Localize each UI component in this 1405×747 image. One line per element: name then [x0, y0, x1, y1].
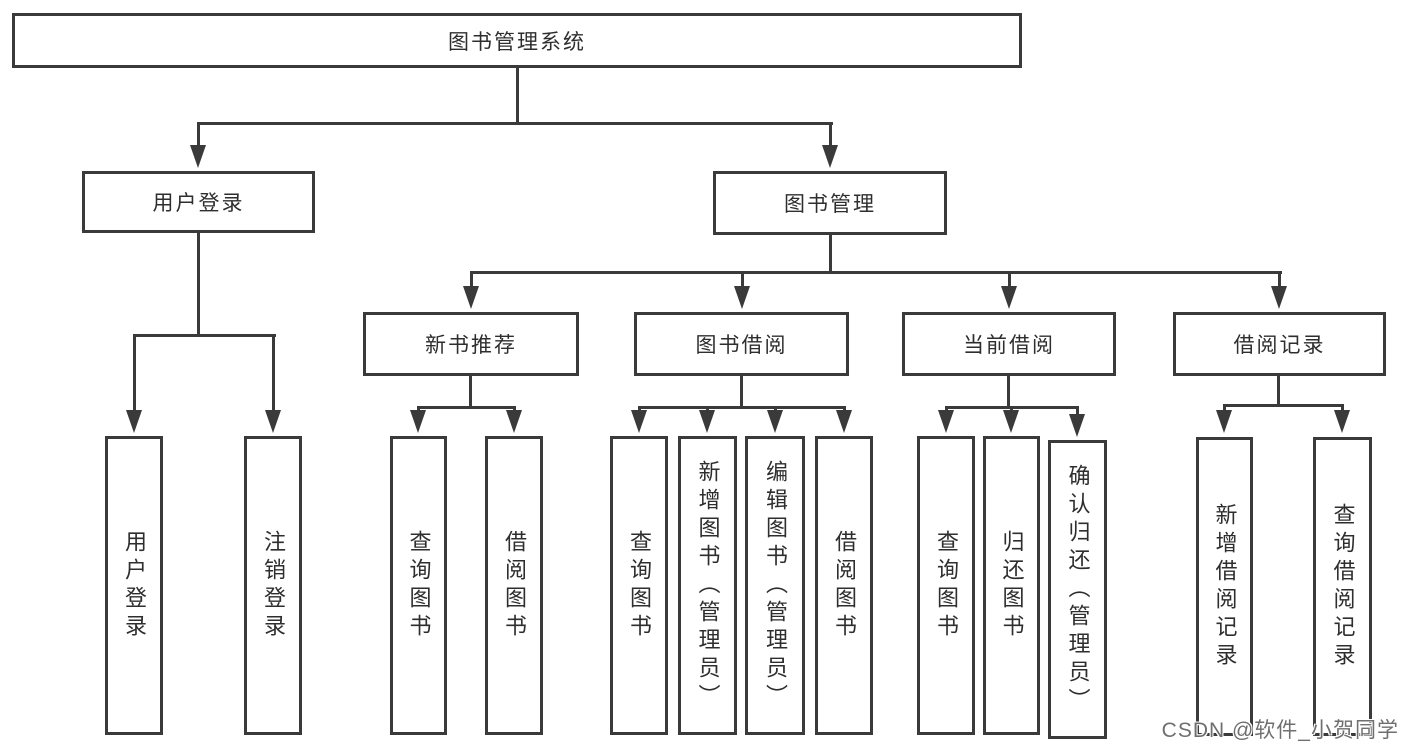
node-root: 图书管理系统 — [12, 13, 1022, 68]
node-rec-1: 查询图书 — [390, 436, 447, 735]
connector-line — [470, 271, 473, 295]
connector-line — [638, 406, 846, 409]
connector-line — [133, 334, 276, 337]
arrow-down-icon — [1069, 414, 1085, 437]
node-history-label: 借阅记录 — [1233, 334, 1326, 357]
node-bor-4: 借阅图书 — [815, 436, 873, 735]
node-his-2-label: 查询借阅记录 — [1330, 502, 1356, 671]
node-history: 借阅记录 — [1173, 312, 1386, 376]
arrow-down-icon — [631, 410, 647, 433]
node-login-1: 用户登录 — [105, 436, 163, 735]
node-recommend-label: 新书推荐 — [425, 334, 517, 357]
node-cur-3-label: 确认归还（管理员） — [1065, 463, 1091, 716]
arrow-down-icon — [822, 145, 838, 168]
node-current-label: 当前借阅 — [963, 334, 1055, 357]
arrow-down-icon — [506, 410, 522, 433]
node-his-1-label: 新增借阅记录 — [1212, 502, 1238, 671]
node-his-1: 新增借阅记录 — [1196, 437, 1253, 736]
arrow-down-icon — [1334, 410, 1350, 433]
arrow-down-icon — [190, 145, 206, 168]
connector-line — [829, 235, 832, 274]
connector-line — [470, 271, 1282, 274]
connector-line — [741, 271, 744, 295]
node-current: 当前借阅 — [902, 312, 1116, 376]
node-his-2: 查询借阅记录 — [1313, 437, 1372, 736]
arrow-down-icon — [938, 410, 954, 433]
node-borrow: 图书借阅 — [634, 312, 849, 376]
connector-line — [417, 406, 516, 409]
arrow-down-icon — [1271, 286, 1287, 309]
connector-line — [197, 122, 833, 125]
arrow-down-icon — [410, 410, 426, 433]
node-login-2: 注销登录 — [244, 436, 302, 735]
connector-line — [133, 334, 136, 419]
arrow-down-icon — [1216, 410, 1232, 433]
node-login-label: 用户登录 — [152, 192, 245, 215]
connector-line — [1277, 376, 1280, 407]
node-login-2-label: 注销登录 — [261, 529, 286, 642]
node-mgmt: 图书管理 — [713, 171, 947, 235]
node-bor-3: 编辑图书（管理员） — [745, 436, 805, 735]
node-bor-1: 查询图书 — [610, 436, 668, 735]
connector-line — [1008, 271, 1011, 295]
connector-line — [197, 122, 200, 154]
node-login: 用户登录 — [82, 171, 315, 233]
node-rec-2-label: 借阅图书 — [502, 529, 527, 642]
node-root-label: 图书管理系统 — [448, 30, 586, 54]
node-cur-1: 查询图书 — [917, 436, 975, 735]
node-rec-2: 借阅图书 — [485, 436, 543, 735]
connector-line — [740, 376, 743, 409]
arrow-down-icon — [126, 410, 142, 433]
node-recommend: 新书推荐 — [363, 312, 579, 376]
arrow-down-icon — [767, 410, 783, 433]
arrow-down-icon — [836, 410, 852, 433]
connector-line — [829, 122, 832, 154]
connector-line — [272, 334, 275, 419]
arrow-down-icon — [699, 410, 715, 433]
csdn-watermark: CSDN @软件_小贺同学 — [1161, 719, 1399, 742]
arrow-down-icon — [734, 286, 750, 309]
node-bor-2-label: 新增图书（管理员） — [695, 459, 721, 712]
node-rec-1-label: 查询图书 — [406, 529, 432, 642]
connector-line — [197, 233, 200, 337]
connector-line — [1278, 271, 1281, 295]
node-cur-1-label: 查询图书 — [934, 529, 959, 642]
node-cur-3: 确认归还（管理员） — [1048, 440, 1107, 739]
node-cur-2: 归还图书 — [983, 436, 1040, 735]
node-bor-2: 新增图书（管理员） — [678, 436, 737, 735]
node-bor-1-label: 查询图书 — [627, 529, 652, 642]
connector-line — [469, 376, 472, 409]
arrow-down-icon — [463, 286, 479, 309]
arrow-down-icon — [265, 410, 281, 433]
node-cur-2-label: 归还图书 — [999, 529, 1025, 642]
node-bor-4-label: 借阅图书 — [832, 529, 857, 642]
node-mgmt-label: 图书管理 — [784, 193, 876, 216]
arrow-down-icon — [1001, 286, 1017, 309]
node-borrow-label: 图书借阅 — [695, 334, 788, 357]
node-bor-3-label: 编辑图书（管理员） — [763, 459, 788, 712]
node-login-1-label: 用户登录 — [122, 529, 147, 642]
connector-line — [516, 68, 519, 125]
arrow-down-icon — [1003, 410, 1019, 433]
connector-line — [1223, 404, 1344, 407]
connector-line — [1007, 376, 1010, 409]
